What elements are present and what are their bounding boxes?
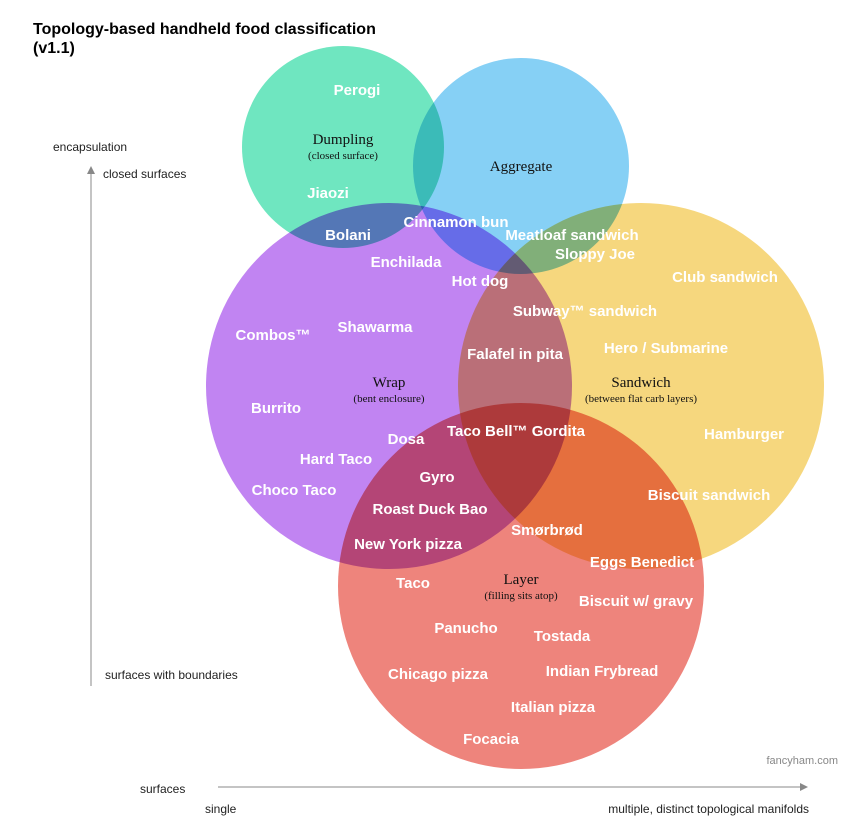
food-label: Hamburger xyxy=(704,426,784,443)
food-label: Hard Taco xyxy=(300,451,372,468)
food-label: Meatloaf sandwich xyxy=(505,227,638,244)
food-label: Subway™ sandwich xyxy=(513,303,657,320)
food-label: Perogi xyxy=(334,82,381,99)
food-label: Taco Bell™ Gordita xyxy=(447,423,586,440)
sandwich-set-label: Sandwich xyxy=(611,375,671,391)
dumpling-set-label: Dumpling xyxy=(313,132,374,148)
layer-set-sublabel: (filling sits atop) xyxy=(484,590,558,602)
food-label: Combos™ xyxy=(236,327,311,344)
y-axis-top-label: closed surfaces xyxy=(103,167,186,181)
food-label: Eggs Benedict xyxy=(590,554,694,571)
food-label: Smørbrød xyxy=(511,522,583,539)
wrap-set-label: Wrap xyxy=(373,375,406,391)
diagram-title: Topology-based handheld food classificat… xyxy=(33,21,376,57)
x-axis-title: surfaces xyxy=(140,782,185,796)
food-label: Cinnamon bun xyxy=(404,214,509,231)
y-axis-bottom-label: surfaces with boundaries xyxy=(105,668,238,682)
layer-set-label: Layer xyxy=(504,572,539,588)
food-label: Jiaozi xyxy=(307,185,349,202)
food-label: Sloppy Joe xyxy=(555,246,635,263)
food-label: Enchilada xyxy=(371,254,443,271)
food-label: Shawarma xyxy=(337,319,413,336)
food-label: Bolani xyxy=(325,227,371,244)
sandwich-set-sublabel: (between flat carb layers) xyxy=(585,393,697,405)
food-label: Panucho xyxy=(434,620,497,637)
food-label: Focacia xyxy=(463,731,520,748)
food-label: Taco xyxy=(396,575,430,592)
food-label: Indian Frybread xyxy=(546,663,659,680)
dumpling-set-sublabel: (closed surface) xyxy=(308,150,378,162)
food-label: Roast Duck Bao xyxy=(372,501,487,518)
food-label: Choco Taco xyxy=(252,482,337,499)
x-axis-right-label: multiple, distinct topological manifolds xyxy=(608,802,809,816)
food-label: Hot dog xyxy=(452,273,509,290)
food-label: Burrito xyxy=(251,400,301,417)
layer-circle xyxy=(338,403,704,769)
wrap-set-sublabel: (bent enclosure) xyxy=(353,393,424,405)
x-axis-left-label: single xyxy=(205,802,237,816)
food-label: Gyro xyxy=(419,469,454,486)
food-label: Tostada xyxy=(534,628,591,645)
food-label: New York pizza xyxy=(354,536,462,553)
food-label: Hero / Submarine xyxy=(604,340,728,357)
food-label: Italian pizza xyxy=(511,699,596,716)
dumpling-circle xyxy=(242,46,444,248)
food-label: Club sandwich xyxy=(672,269,778,286)
food-label: Falafel in pita xyxy=(467,346,564,363)
credit-text: fancyham.com xyxy=(766,755,838,767)
aggregate-set-label: Aggregate xyxy=(490,159,553,175)
food-label: Dosa xyxy=(388,431,425,448)
food-label: Chicago pizza xyxy=(388,666,489,683)
food-label: Biscuit w/ gravy xyxy=(579,593,694,610)
food-label: Biscuit sandwich xyxy=(648,487,771,504)
y-axis-title: encapsulation xyxy=(53,140,127,154)
